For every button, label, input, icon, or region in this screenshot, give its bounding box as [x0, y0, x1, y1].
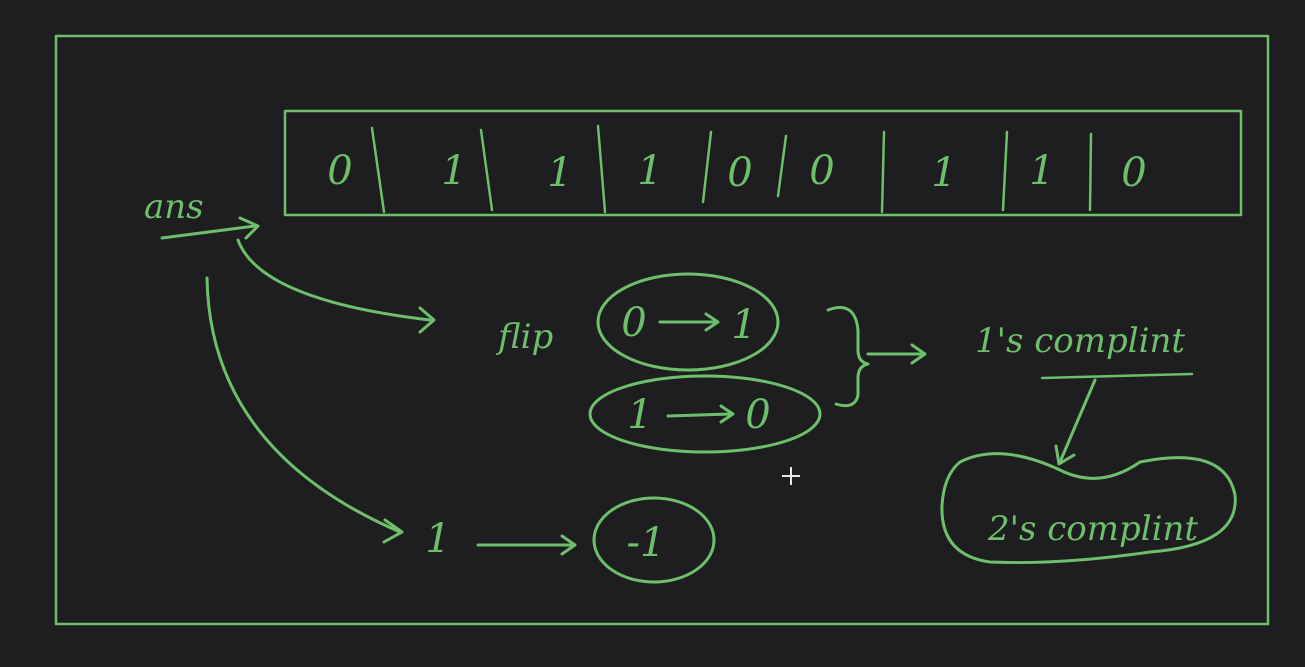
one-to-zero-ellipse — [588, 374, 822, 454]
arrow-to-twos-complement-head — [1054, 444, 1076, 466]
bit-separator — [1088, 132, 1093, 212]
one-value: 1 — [425, 516, 450, 562]
bit-cell: 1 — [637, 148, 662, 194]
bit-array-box — [283, 109, 1243, 217]
bit-cell: 0 — [327, 148, 352, 194]
crosshair-cursor-icon — [782, 467, 800, 485]
minus-one-value: -1 — [627, 520, 666, 566]
bit-cell: 1 — [931, 150, 956, 196]
bit-separators — [370, 124, 1093, 214]
ones-complement-underline — [1040, 372, 1194, 380]
bit-separator — [370, 126, 386, 214]
one-to-zero-target: 0 — [745, 392, 770, 438]
arrow-to-one-head — [382, 518, 404, 544]
bit-separator — [701, 130, 713, 204]
ones-complement-label: 1's complint — [975, 321, 1185, 361]
ans-arrow-head — [238, 216, 260, 240]
twos-complement-blob — [940, 452, 1237, 565]
ans-label: ans — [144, 187, 204, 227]
bit-cell: 1 — [1029, 148, 1054, 194]
bit-separator — [880, 130, 886, 214]
bit-cell: 0 — [809, 148, 834, 194]
curly-brace — [826, 306, 870, 408]
flip-label: flip — [495, 317, 553, 357]
bit-cell: 0 — [1121, 150, 1146, 196]
arrow-to-flip — [236, 238, 432, 322]
one-to-zero-arrow — [666, 412, 732, 418]
zero-to-one-source: 0 — [621, 300, 646, 346]
bit-separator — [1001, 130, 1009, 212]
bit-separator — [776, 134, 788, 198]
bit-separator — [596, 124, 607, 214]
bit-cell: 1 — [547, 150, 572, 196]
zero-to-one-arrow-head — [704, 312, 720, 332]
bit-separator — [479, 128, 494, 212]
bit-cell: 0 — [727, 150, 752, 196]
twos-complement-label: 2's complint — [987, 509, 1198, 549]
zero-to-one-target: 1 — [731, 302, 756, 348]
arrow-to-twos-complement — [1058, 378, 1097, 464]
minus-one-ellipse — [592, 496, 716, 584]
outer-frame — [54, 34, 1270, 626]
arrow-to-minus-one-head — [560, 534, 577, 556]
bit-values: 0 1 1 1 0 0 1 1 0 — [327, 148, 1146, 196]
arrow-to-flip-head — [418, 306, 436, 334]
bit-cell: 1 — [441, 148, 466, 194]
zero-to-one-ellipse — [596, 272, 780, 372]
ans-arrow — [160, 224, 257, 240]
one-to-zero-arrow-head — [719, 404, 735, 424]
one-to-zero-source: 1 — [627, 392, 652, 438]
arrow-to-one — [205, 276, 402, 534]
arrow-to-ones-complement-head — [910, 343, 927, 365]
